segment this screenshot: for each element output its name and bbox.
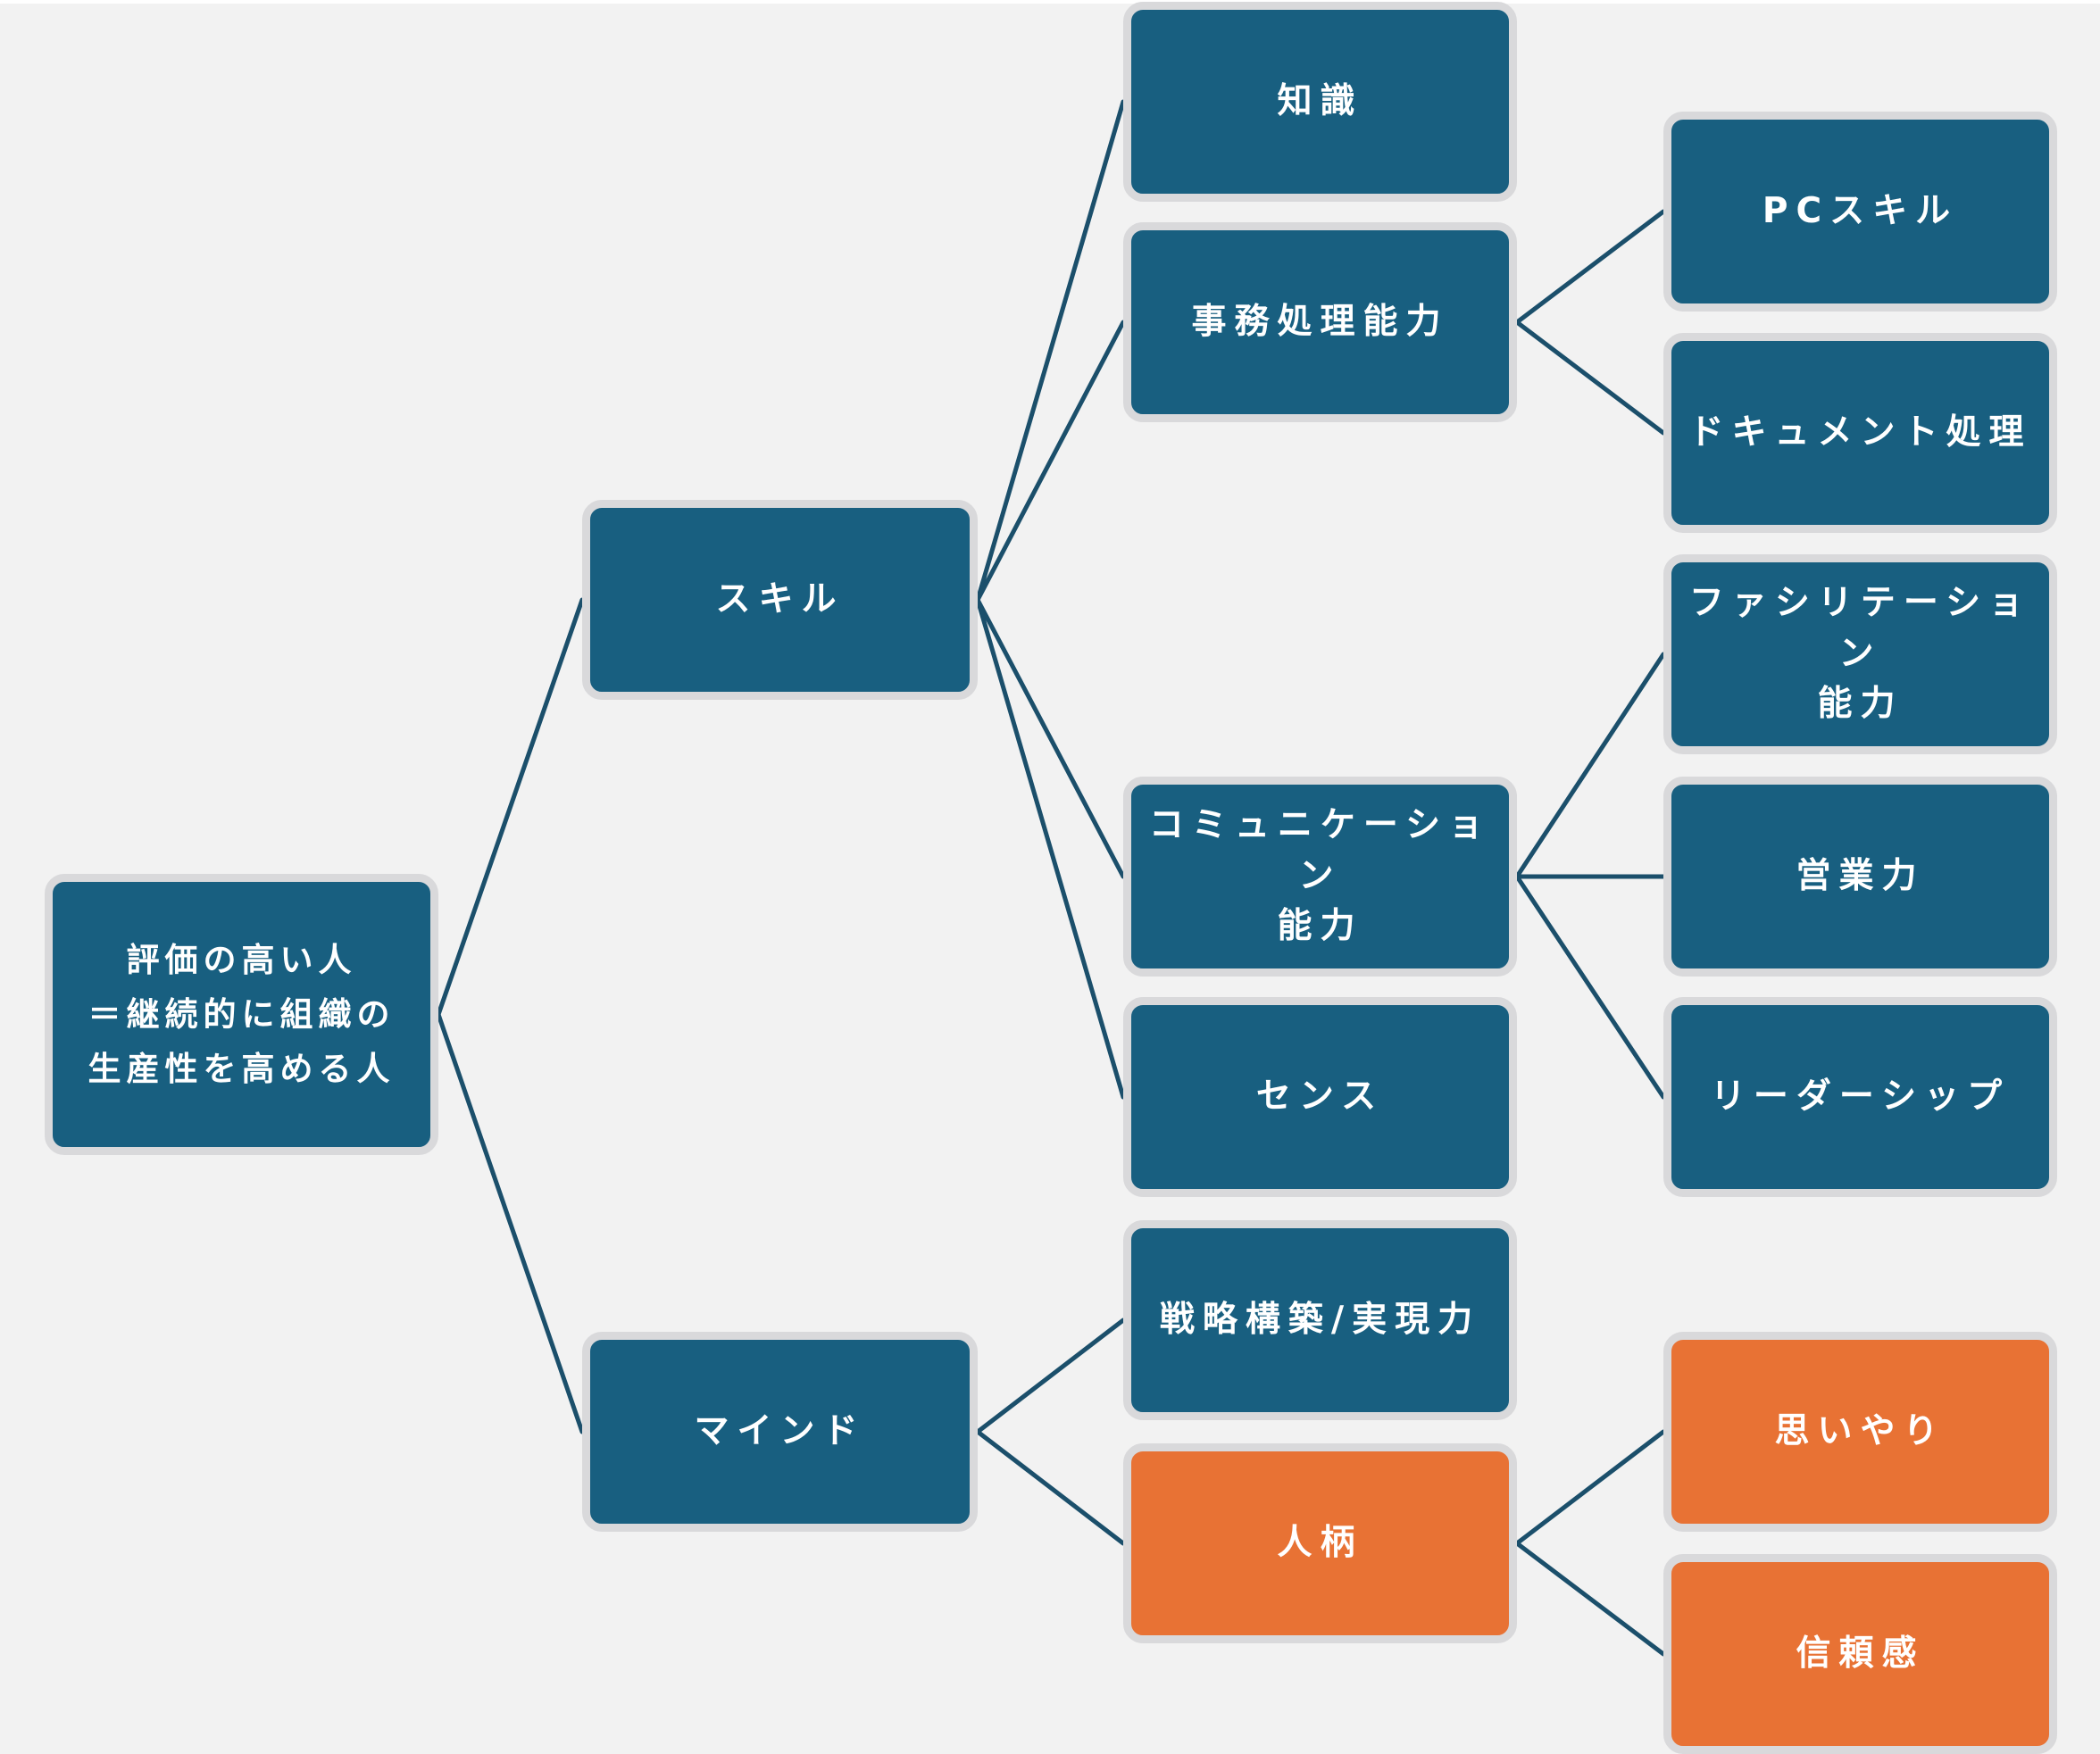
node-sense-label: センス — [1255, 1076, 1385, 1117]
node-facilitation: ファシリテーション 能力 — [1663, 554, 2057, 754]
node-office: 事務処理能力 — [1123, 222, 1517, 422]
node-facilitation-label: ファシリテーション 能力 — [1688, 583, 2032, 725]
connector-skill-office — [975, 320, 1126, 603]
node-strategy-label: 戦略構築/実現力 — [1159, 1299, 1481, 1340]
node-kindness-label: 思いやり — [1774, 1410, 1946, 1451]
connector-personality-trust — [1514, 1541, 1666, 1657]
node-leadership: リーダーシップ — [1663, 997, 2057, 1197]
node-communication: コミュニケーション 能力 — [1123, 777, 1517, 977]
connector-office-document — [1514, 320, 1666, 436]
node-office-label: 事務処理能力 — [1191, 301, 1449, 342]
node-pc-skill: PCスキル — [1663, 112, 2057, 312]
connector-communication-leadership — [1514, 874, 1666, 1100]
connector-communication-facilitation — [1514, 652, 1666, 879]
connector-mind-personality — [975, 1429, 1126, 1546]
node-skill-label: スキル — [715, 578, 845, 619]
connector-skill-knowledge — [975, 99, 1126, 603]
connector-mind-strategy — [975, 1318, 1126, 1434]
node-sense: センス — [1123, 997, 1517, 1197]
connector-office-pc_skill — [1514, 209, 1666, 325]
node-personality-label: 人柄 — [1277, 1522, 1363, 1563]
node-knowledge-label: 知識 — [1277, 80, 1363, 121]
node-trust: 信頼感 — [1663, 1554, 2057, 1754]
node-trust-label: 信頼感 — [1796, 1633, 1925, 1674]
node-root: 評価の高い人 ＝継続的に組織の 生産性を高める人 — [45, 874, 438, 1155]
node-leadership-label: リーダーシップ — [1710, 1076, 2011, 1117]
node-strategy: 戦略構築/実現力 — [1123, 1220, 1517, 1420]
connector-personality-kindness — [1514, 1429, 1666, 1546]
node-sales: 営業力 — [1663, 777, 2057, 977]
connector-skill-sense — [975, 597, 1126, 1100]
connector-root-mind — [436, 1012, 585, 1434]
node-root-label: 評価の高い人 ＝継続的に組織の 生産性を高める人 — [88, 940, 396, 1089]
connector-skill-communication — [975, 597, 1126, 879]
node-sales-label: 営業力 — [1796, 855, 1925, 896]
node-personality: 人柄 — [1123, 1443, 1517, 1643]
node-communication-label: コミュニケーション 能力 — [1148, 805, 1492, 947]
connector-root-skill — [436, 597, 585, 1017]
node-skill: スキル — [582, 500, 978, 700]
node-mind: マインド — [582, 1332, 978, 1532]
node-knowledge: 知識 — [1123, 2, 1517, 202]
node-mind-label: マインド — [694, 1410, 866, 1451]
node-document-label: ドキュメント処理 — [1688, 411, 2032, 453]
node-kindness: 思いやり — [1663, 1332, 2057, 1532]
node-pc-skill-label: PCスキル — [1762, 190, 1959, 231]
top-band — [0, 0, 2100, 4]
node-document: ドキュメント処理 — [1663, 333, 2057, 533]
